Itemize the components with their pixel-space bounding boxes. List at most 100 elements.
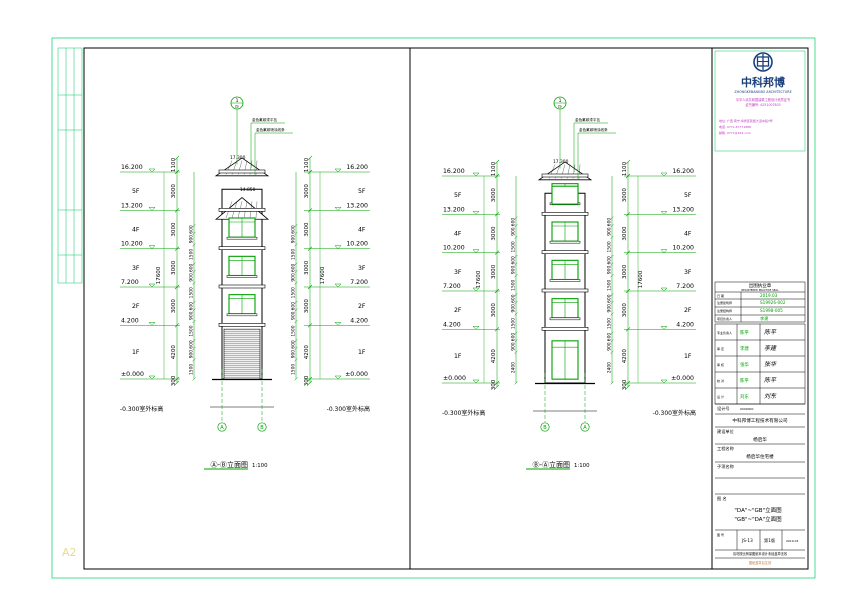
- dimension-text-small: 1500: [511, 318, 517, 329]
- level-label-right: 4.200: [676, 321, 694, 328]
- detail-callout-num: 1: [236, 98, 239, 104]
- dimension-text: 3000: [171, 260, 177, 275]
- dimension-text: 3000: [171, 299, 177, 314]
- ground-level-left: -0.300室外标高: [442, 409, 485, 417]
- dimension-text-small: 900: [607, 342, 613, 351]
- seal-header: 出图执业章: [749, 282, 772, 289]
- dimension-text-small: 900: [291, 273, 297, 282]
- dimension-text-small: 900: [607, 227, 613, 236]
- date-value: 2019.03: [786, 539, 798, 543]
- view-title: Ⓐ-Ⓑ立面图: [210, 460, 248, 469]
- floor-label-left: 5F: [132, 188, 140, 195]
- level-label-left: 16.200: [443, 168, 465, 175]
- sign-row-name: 刘东: [740, 393, 749, 400]
- sign-row-name: 李建: [740, 345, 749, 352]
- sign-row-label: 校 对: [717, 378, 724, 383]
- level-label-left: ±0.000: [443, 375, 466, 382]
- floor-label-right: 3F: [358, 265, 366, 272]
- dimension-text-small: 600: [189, 263, 195, 272]
- dimension-text: 300: [171, 375, 177, 386]
- floor-label-left: 2F: [454, 307, 462, 314]
- floor-label-left: 5F: [454, 192, 462, 199]
- grid-bubble: [217, 422, 227, 432]
- sign-row-signature: 张华: [764, 360, 777, 368]
- seal-row-label: 注册结构师: [717, 308, 732, 313]
- dimension-text-small: 600: [189, 225, 195, 234]
- note-trim: 金色氟碳喷涂线条: [256, 127, 285, 132]
- detail-callout-num: 1: [559, 98, 562, 104]
- level-label-left: 16.200: [121, 164, 143, 171]
- dimension-text: 1100: [622, 161, 628, 176]
- outer-sheet-frame: [51, 37, 816, 579]
- dimension-text-small: 900: [607, 266, 613, 275]
- window: [551, 185, 579, 205]
- dimension-text-small: 1500: [511, 279, 517, 290]
- detail-callout-sheet: JS: [234, 105, 239, 109]
- dimension-text-small: 1500: [291, 287, 297, 298]
- seal-row-value: S19926-002: [760, 300, 786, 305]
- grid-bubble-label: A: [220, 425, 224, 431]
- dimension-text: 1100: [171, 157, 177, 172]
- dimension-text-small: 600: [291, 340, 297, 349]
- footer-note-2: 图纸盖章后生效: [749, 560, 772, 565]
- sign-row-label: 审 定: [717, 346, 724, 351]
- dimension-text-small: 900: [511, 304, 517, 313]
- dimension-text: 300: [491, 379, 497, 390]
- level-label-right: 10.200: [672, 245, 694, 252]
- dimension-text-small: 900: [189, 273, 195, 282]
- floor-label-left: 3F: [454, 269, 462, 276]
- total-height-left: 17600: [476, 270, 482, 288]
- dimension-text: 3000: [491, 188, 497, 203]
- floor-label-right: 1F: [358, 349, 366, 356]
- title-block: [711, 47, 809, 570]
- sign-row-label: 设 计: [717, 394, 724, 399]
- company-logo-text: 中科邦博: [741, 75, 785, 89]
- company-info-line-1: 中华人民共和国建筑工程设计资质证书: [736, 97, 791, 102]
- total-height-left: 17600: [156, 266, 162, 284]
- dimension-text-small: 900: [189, 235, 195, 244]
- dimension-text: 300: [622, 379, 628, 390]
- dimension-text: 4200: [491, 349, 497, 364]
- dimension-text-small: 1500: [189, 325, 195, 336]
- floor-label-left: 4F: [132, 227, 140, 234]
- grid-bubble: [257, 422, 267, 432]
- detail-callout-sheet: JS: [557, 105, 562, 109]
- ground-level-right: -0.300室外标高: [653, 409, 696, 417]
- dimension-text: 3000: [622, 264, 628, 279]
- level-label-right: 13.200: [346, 202, 368, 209]
- dimension-text-small: 600: [511, 218, 517, 227]
- dimension-text: 1100: [304, 157, 310, 172]
- dimension-text-small: 900: [189, 350, 195, 359]
- company-info-line-2: 证书编号: A251007803: [745, 102, 780, 107]
- dimension-text: 3000: [622, 226, 628, 241]
- floor-label-right: 4F: [684, 231, 692, 238]
- dimension-text-small: 900: [511, 342, 517, 351]
- sign-row-name: 陈平: [740, 329, 749, 336]
- project-value: 杨启华住宅楼: [746, 453, 774, 460]
- drawing-name-line-2: "GB"~"DA"立面图: [734, 515, 782, 523]
- sign-row-signature: 陈平: [764, 328, 777, 336]
- ridge-label: 17.300: [553, 159, 569, 165]
- level-label-right: 16.200: [672, 168, 694, 175]
- dimension-text-small: 600: [511, 294, 517, 303]
- floor-label-left: 2F: [132, 303, 140, 310]
- dimension-text-small: 900: [189, 311, 195, 320]
- sign-row-name: 陈平: [740, 377, 749, 384]
- client-value: 杨启华: [753, 436, 767, 443]
- level-label-right: 7.200: [676, 283, 694, 290]
- seal-row-label: 注册建筑师: [717, 300, 732, 305]
- ridge-label: 17.300: [230, 155, 246, 161]
- level-label-left: 7.200: [121, 279, 139, 286]
- contact-line-2: 电话: 0771-87771888: [719, 124, 751, 129]
- seal-row-value: 2019.03: [760, 293, 778, 298]
- company-logo: [753, 52, 773, 72]
- drawing-no-label: 图 号: [717, 532, 724, 537]
- floor-label-right: 5F: [358, 188, 366, 195]
- design-no-label: 设计号: [717, 405, 730, 412]
- sign-row-label: 专业负责人: [717, 330, 732, 335]
- sign-row-name: 张华: [740, 361, 749, 368]
